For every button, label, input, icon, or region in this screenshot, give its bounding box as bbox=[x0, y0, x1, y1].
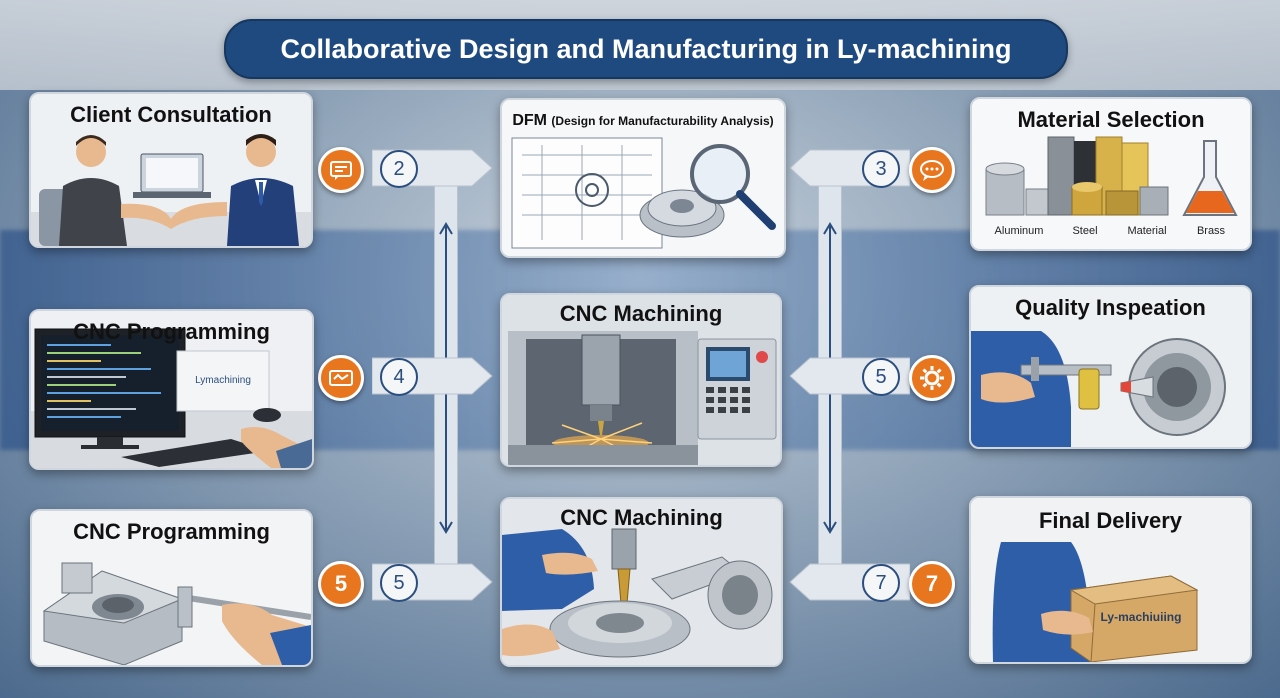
page-title: Collaborative Design and Manufacturing i… bbox=[224, 19, 1068, 79]
panel-title: Final Delivery bbox=[1038, 508, 1183, 533]
panel-cnc-programming-2: CNC Programming bbox=[30, 509, 313, 667]
panel-title: DFM (Design for Manufacturability Analys… bbox=[502, 112, 784, 130]
speech-bubble-icon bbox=[909, 147, 955, 193]
step-number: 4 bbox=[380, 358, 418, 396]
panel-title: Quality Inspeation bbox=[1015, 295, 1206, 320]
material-label: Material bbox=[1127, 225, 1167, 237]
inspection-illustration bbox=[971, 287, 1250, 447]
panel-quality-inspection: Quality Inspeation bbox=[969, 285, 1252, 449]
panel-title: CNC Machining bbox=[559, 301, 723, 326]
box-label: Ly-machiuiing bbox=[1100, 610, 1182, 624]
dfm-subtitle: (Design for Manufacturability Analysis) bbox=[551, 114, 774, 128]
delivery-illustration bbox=[971, 498, 1250, 662]
cnc-machine-illustration bbox=[502, 295, 780, 465]
blueprint-illustration bbox=[502, 100, 784, 256]
material-label: Aluminum bbox=[994, 225, 1044, 237]
step-number: 2 bbox=[380, 150, 418, 188]
gear-icon bbox=[909, 355, 955, 401]
step-number: 3 bbox=[862, 150, 900, 188]
chat-icon bbox=[318, 147, 364, 193]
machined-part-illustration bbox=[32, 511, 311, 665]
ticket-icon bbox=[318, 355, 364, 401]
panel-material-selection: Material Selection Aluminum Steel Materi… bbox=[970, 97, 1252, 251]
material-label: Steel bbox=[1072, 225, 1098, 237]
step-number: 5 bbox=[380, 564, 418, 602]
panel-cnc-machining-2: CNC Machining bbox=[500, 497, 783, 667]
step-number: 7 bbox=[862, 564, 900, 602]
dfm-title: DFM bbox=[512, 112, 547, 129]
step-badge: 7 bbox=[909, 561, 955, 607]
handshake-illustration bbox=[31, 94, 311, 246]
panel-title: CNC Programming bbox=[73, 319, 270, 344]
screen-logo: Lymachining bbox=[195, 375, 251, 386]
drilling-illustration bbox=[502, 499, 781, 665]
panel-final-delivery: Final Delivery Ly-machiuiing bbox=[969, 496, 1252, 664]
programming-workstation-illustration bbox=[31, 311, 312, 468]
panel-title: CNC Machining bbox=[560, 505, 723, 530]
panel-title: CNC Programming bbox=[73, 519, 270, 544]
panel-title: Material Selection bbox=[1017, 107, 1205, 132]
step-badge: 5 bbox=[318, 561, 364, 607]
panel-cnc-machining-1: CNC Machining bbox=[500, 293, 782, 467]
materials-illustration bbox=[972, 99, 1250, 249]
step-number: 5 bbox=[862, 358, 900, 396]
material-label: Brass bbox=[1196, 225, 1226, 237]
panel-dfm: DFM (Design for Manufacturability Analys… bbox=[500, 98, 786, 258]
panel-title: Client Consultation bbox=[70, 102, 272, 127]
panel-client-consultation: Client Consultation bbox=[29, 92, 313, 248]
panel-cnc-programming-1: CNC Programming Lymachining bbox=[29, 309, 314, 470]
